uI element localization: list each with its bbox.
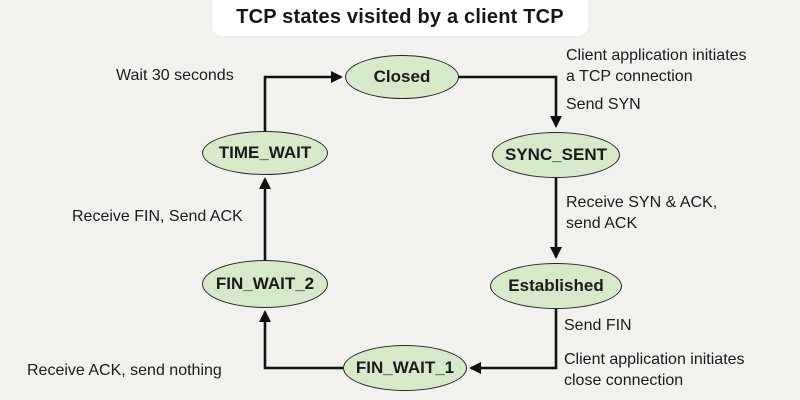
state-time-wait-label: TIME_WAIT — [218, 143, 312, 162]
transition-label-receive-syn-ack: Receive SYN & ACK, send ACK — [566, 194, 718, 232]
state-established: Established — [490, 263, 622, 309]
state-time-wait: TIME_WAIT — [202, 131, 328, 175]
edge-established-to-fin-wait-1 — [469, 309, 558, 374]
transition-label-send-syn: Send SYN — [566, 96, 641, 113]
edge-closed-to-sync-sent — [457, 75, 562, 128]
state-fin-wait-2: FIN_WAIT_2 — [202, 260, 328, 308]
diagram-title-box: TCP states visited by a client TCP — [212, 0, 588, 36]
state-sync-sent-label: SYNC_SENT — [504, 145, 608, 164]
transition-label-receive-ack: Receive ACK, send nothing — [27, 362, 222, 379]
transition-label-receive-fin: Receive FIN, Send ACK — [72, 208, 243, 225]
transition-label-wait-30-seconds: Wait 30 seconds — [116, 67, 234, 84]
edge-fin-wait-1-to-fin-wait-2 — [259, 310, 343, 370]
transition-label-send-fin: Send FIN — [564, 317, 632, 334]
state-fin-wait-2-label: FIN_WAIT_2 — [215, 274, 315, 293]
state-sync-sent: SYNC_SENT — [492, 132, 620, 178]
edge-time-wait-to-closed — [263, 71, 343, 132]
state-closed-label: Closed — [373, 67, 431, 86]
state-closed: Closed — [345, 55, 459, 99]
transition-label-initiate-connection: Client application initiates a TCP conne… — [566, 47, 747, 85]
state-fin-wait-1-label: FIN_WAIT_1 — [355, 358, 455, 377]
diagram-title: TCP states visited by a client TCP — [236, 6, 564, 28]
transition-label-initiate-close: Client application initiates close conne… — [564, 351, 745, 389]
state-established-label: Established — [508, 276, 604, 295]
state-fin-wait-1: FIN_WAIT_1 — [343, 345, 467, 391]
